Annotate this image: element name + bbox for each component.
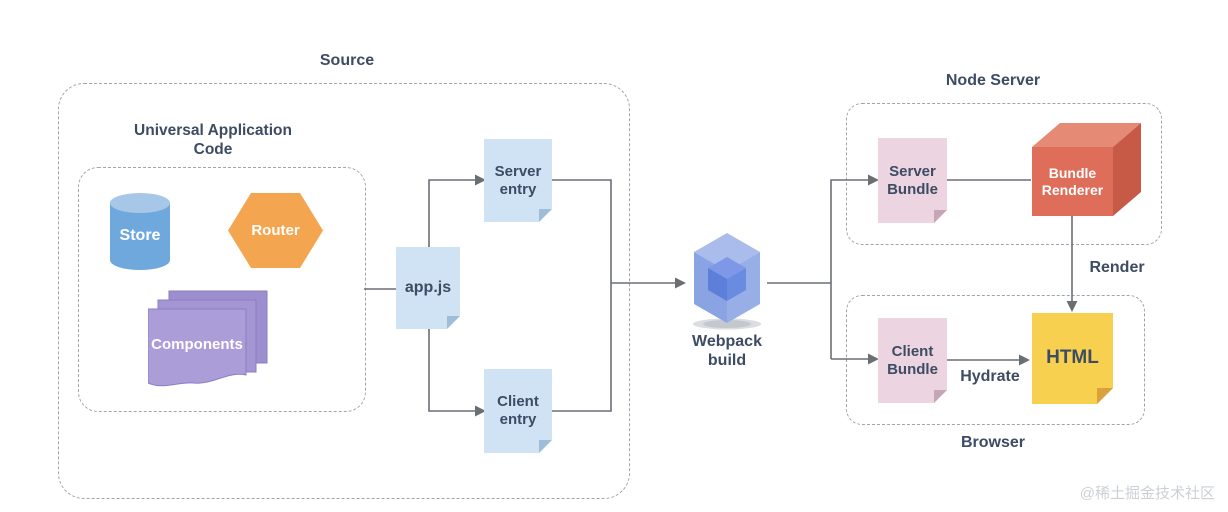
- source-group-box: [58, 83, 630, 499]
- html-node-label: HTML: [1046, 347, 1099, 369]
- bundle-renderer-node-label: Bundle Renderer: [1041, 164, 1104, 198]
- server-bundle-note-shape: [878, 138, 947, 223]
- server-bundle-node-label: Server Bundle: [887, 162, 938, 198]
- browser-group-label: Browser: [960, 434, 1026, 451]
- server-entry-node-label: Server entry: [494, 162, 542, 198]
- store-node-label: Store: [119, 226, 161, 244]
- router-hexagon-shape: [228, 193, 323, 268]
- bundle-renderer-cube-shape: [1032, 123, 1141, 216]
- juejin-watermark: @稀土掘金技术社区: [1079, 485, 1215, 502]
- webpack-build-label: Webpack build: [692, 333, 762, 369]
- html-note-shape: [1032, 313, 1113, 404]
- client-entry-note-shape: [484, 369, 552, 453]
- universal-application-code-label: Universal Application Code: [134, 122, 292, 158]
- browser-group-box: [846, 295, 1145, 425]
- store-cylinder-shape: [110, 193, 170, 270]
- components-page-stack-shape: [148, 290, 268, 387]
- webpack-logo: [693, 233, 761, 330]
- node-server-group-box: [846, 103, 1162, 245]
- hydrate-edge-label: Hydrate: [960, 368, 1020, 385]
- appjs-note-shape: [396, 247, 460, 329]
- source-group-label: Source: [319, 52, 375, 69]
- render-edge-label: Render: [1089, 259, 1145, 276]
- router-node-label: Router: [251, 221, 300, 239]
- client-bundle-note-shape: [878, 318, 947, 403]
- client-entry-node-label: Client entry: [497, 393, 539, 428]
- appjs-node-label: app.js: [404, 278, 452, 296]
- server-entry-note-shape: [484, 139, 552, 222]
- components-node-label: Components: [151, 336, 243, 354]
- node-server-group-label: Node Server: [945, 72, 1041, 89]
- client-bundle-node-label: Client Bundle: [887, 342, 938, 378]
